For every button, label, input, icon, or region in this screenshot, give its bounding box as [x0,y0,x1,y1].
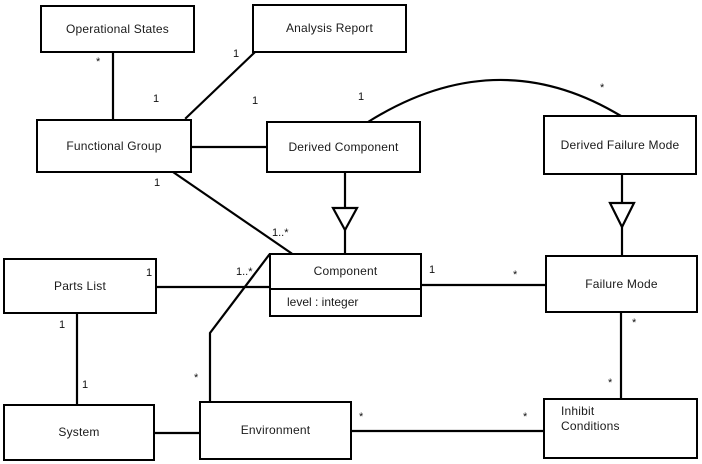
uml-class-inhibit-conditions[interactable]: Inhibit Conditions [543,398,698,459]
multiplicity-label-mult-fm-component-star: * [513,269,518,281]
uml-class-name-system: System [58,425,100,439]
uml-class-environment[interactable]: Environment [199,401,352,460]
multiplicity-label-mult-fg-opstates-one: 1 [153,93,160,105]
multiplicity-label-mult-fg-derivedcomp-one: 1 [252,95,259,107]
uml-class-parts-list[interactable]: Parts List [3,258,157,314]
multiplicity-label-mult-system-partslist-one: 1 [82,379,89,391]
uml-class-functional-group[interactable]: Functional Group [36,119,192,173]
multiplicity-label-mult-opstates-fg-star: * [96,56,101,68]
multiplicity-label-mult-environment-inhibit-star: * [359,411,364,423]
uml-class-derived-failure-mode[interactable]: Derived Failure Mode [543,115,697,175]
multiplicity-label-mult-component-fg-onestar: 1..* [272,227,289,239]
uml-class-name-inhibit-conditions: Inhibit Conditions [561,404,620,433]
uml-attribute-component-0: level : integer [271,288,420,315]
uml-class-name-failure-mode: Failure Mode [585,276,658,291]
generalization-triangle-icon-derivedcomponent-to-component [331,206,359,233]
uml-class-component[interactable]: Component level : integer [269,253,422,317]
multiplicity-label-mult-partslist-one: 1 [146,267,153,279]
multiplicity-label-mult-partslist-system-one: 1 [59,319,66,331]
uml-class-name-parts-list: Parts List [53,278,106,293]
uml-class-system[interactable]: System [3,404,155,461]
multiplicity-label-mult-environment-component: * [194,372,199,384]
multiplicity-label-mult-derivedcomp-arc-one: 1 [358,91,365,103]
multiplicity-label-mult-analysisreport-one: 1 [233,48,240,60]
multiplicity-label-mult-derivedfm-arc-star: * [600,82,605,94]
uml-class-name-derived-failure-mode: Derived Failure Mode [560,137,680,152]
uml-class-analysis-report[interactable]: Analysis Report [252,4,407,53]
uml-class-name-operational-states: Operational States [66,21,169,36]
association-functionalgroup-component [171,170,293,255]
uml-class-name-derived-component: Derived Component [288,139,399,154]
uml-class-derived-component[interactable]: Derived Component [266,121,421,173]
multiplicity-label-mult-fg-component-one: 1 [154,177,161,189]
uml-class-name-component: Component [313,264,378,278]
multiplicity-label-mult-fm-inhibit-star: * [632,317,637,329]
multiplicity-label-mult-inhibit-fm-star: * [608,377,613,389]
uml-class-name-functional-group: Functional Group [66,138,162,153]
multiplicity-label-mult-component-fm-one: 1 [429,264,436,276]
uml-class-failure-mode[interactable]: Failure Mode [545,255,698,313]
uml-class-operational-states[interactable]: Operational States [40,5,195,53]
multiplicity-label-mult-component-partslist: 1..* [236,266,253,278]
multiplicity-label-mult-inhibit-environment-star: * [523,411,528,423]
uml-class-name-analysis-report: Analysis Report [285,21,374,35]
association-analysisreport-functionalgroup [184,51,256,120]
generalization-triangle-icon-derivedfailuremode-to-failuremode [608,201,636,230]
uml-class-name-environment: Environment [240,423,311,437]
